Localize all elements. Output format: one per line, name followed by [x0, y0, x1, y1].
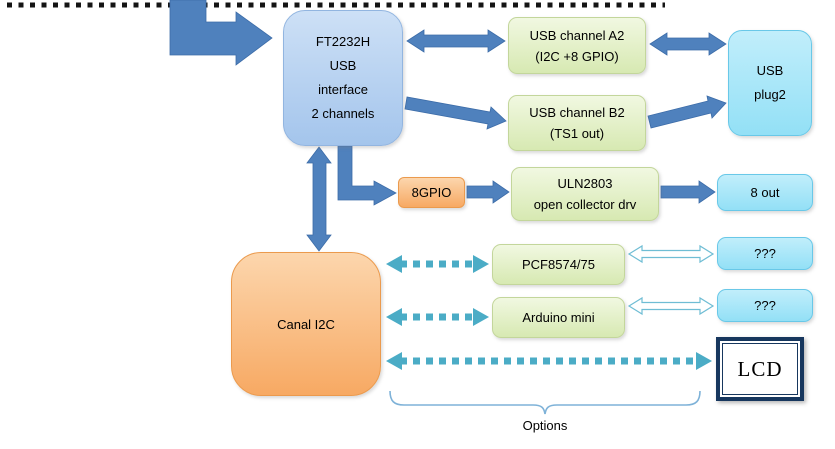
- node-label-line: 2 channels: [311, 106, 375, 121]
- node-label-line: FT2232H: [315, 34, 371, 49]
- node-usb-channel-a2: USB channel A2 (I2C +8 GPIO): [508, 17, 646, 74]
- arrow-input-to-ft2232h: [169, 0, 273, 66]
- node-label-line: ULN2803: [557, 176, 613, 191]
- node-label-line: 8GPIO: [411, 185, 452, 200]
- node-label-line: USB: [329, 58, 357, 73]
- lcd-screen: LCD: [722, 343, 798, 395]
- node-label-line: PCF8574/75: [522, 257, 595, 272]
- node-label-line: ???: [754, 297, 776, 313]
- node-8out: 8 out: [717, 174, 813, 211]
- dashed-arrow-canal-i2c-arduino-mini: [386, 308, 489, 326]
- node-usb-channel-b2: USB channel B2 (TS1 out): [508, 95, 646, 151]
- arrow-ft2232h-usb-channel-a2: [406, 29, 506, 53]
- node-unknown-b: ???: [717, 289, 813, 322]
- node-label-line: plug2: [754, 87, 786, 102]
- node-label-line: Canal I2C: [277, 316, 335, 332]
- node-label-line: interface: [318, 82, 368, 97]
- dashed-arrow-canal-i2c-pcf8574: [386, 255, 489, 273]
- options-label: Options: [522, 418, 568, 433]
- arrow-ft2232h-canal-i2c: [306, 146, 332, 252]
- node-label-line: 8 out: [750, 184, 780, 200]
- node-label-line: LCD: [737, 356, 783, 381]
- options-brace: [389, 390, 701, 415]
- node-label-line: open collector drv: [533, 197, 637, 212]
- arrow-usb-channel-a2-usb-plug2: [649, 32, 727, 56]
- outline-arrow-pcf8574-unknown: [627, 244, 715, 264]
- node-label-line: USB: [756, 63, 784, 78]
- node-ft2232h: FT2232H USB interface 2 channels: [283, 10, 403, 146]
- dashed-arrow-canal-i2c-lcd: [386, 352, 712, 370]
- node-label-line: Arduino mini: [522, 310, 595, 325]
- outline-arrow-arduino-unknown: [627, 296, 715, 316]
- node-arduino-mini: Arduino mini: [492, 297, 625, 338]
- node-canal-i2c: Canal I2C: [231, 252, 381, 396]
- node-usb-plug2: USB plug2: [728, 30, 812, 136]
- node-pcf8574-75: PCF8574/75: [492, 244, 625, 285]
- node-lcd: LCD: [716, 337, 804, 401]
- arrow-ft2232h-usb-channel-b2: [404, 96, 507, 130]
- arrow-uln2803-8out: [660, 180, 716, 204]
- node-label-line: (TS1 out): [549, 126, 605, 141]
- arrow-usb-channel-b2-usb-plug2: [647, 95, 727, 129]
- arrow-8gpio-uln2803: [466, 180, 510, 204]
- node-label-line: USB channel B2: [529, 105, 625, 120]
- node-8gpio: 8GPIO: [398, 177, 465, 208]
- arrow-ft2232h-8gpio: [337, 145, 397, 206]
- node-label-line: USB channel A2: [529, 27, 625, 43]
- node-label-line: (I2C +8 GPIO): [535, 48, 619, 64]
- node-unknown-a: ???: [717, 237, 813, 270]
- node-label-line: ???: [754, 245, 776, 261]
- node-uln2803: ULN2803 open collector drv: [511, 167, 659, 221]
